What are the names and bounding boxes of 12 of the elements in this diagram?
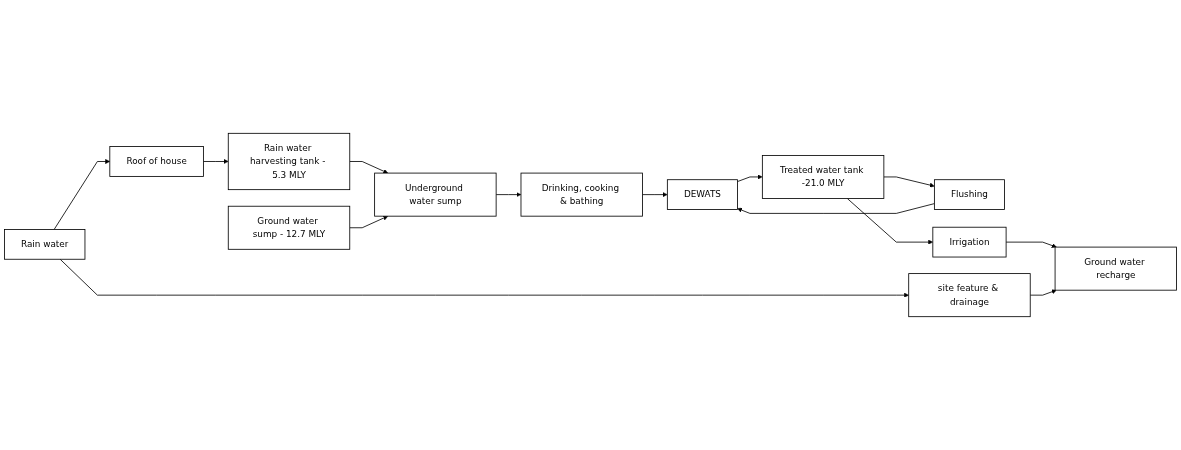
node-box: Drinking, cooking & bathing (520, 172, 643, 217)
node-box: Roof of house (109, 146, 204, 177)
node-box: DEWATS (666, 179, 738, 210)
node-box: Ground water recharge (1054, 246, 1177, 291)
node-box: Rain water harvesting tank - 5.3 MLY (227, 132, 351, 191)
node-box: Rain water (4, 229, 86, 260)
node-box: Underground water sump (374, 172, 497, 217)
node-box: site feature & drainage (908, 273, 1031, 318)
node-box: Treated water tank -21.0 MLY (761, 155, 885, 199)
node-box: Flushing (933, 179, 1005, 210)
node-box: Ground water sump - 12.7 MLY (227, 205, 351, 250)
node-box: Irrigation (932, 226, 1007, 258)
